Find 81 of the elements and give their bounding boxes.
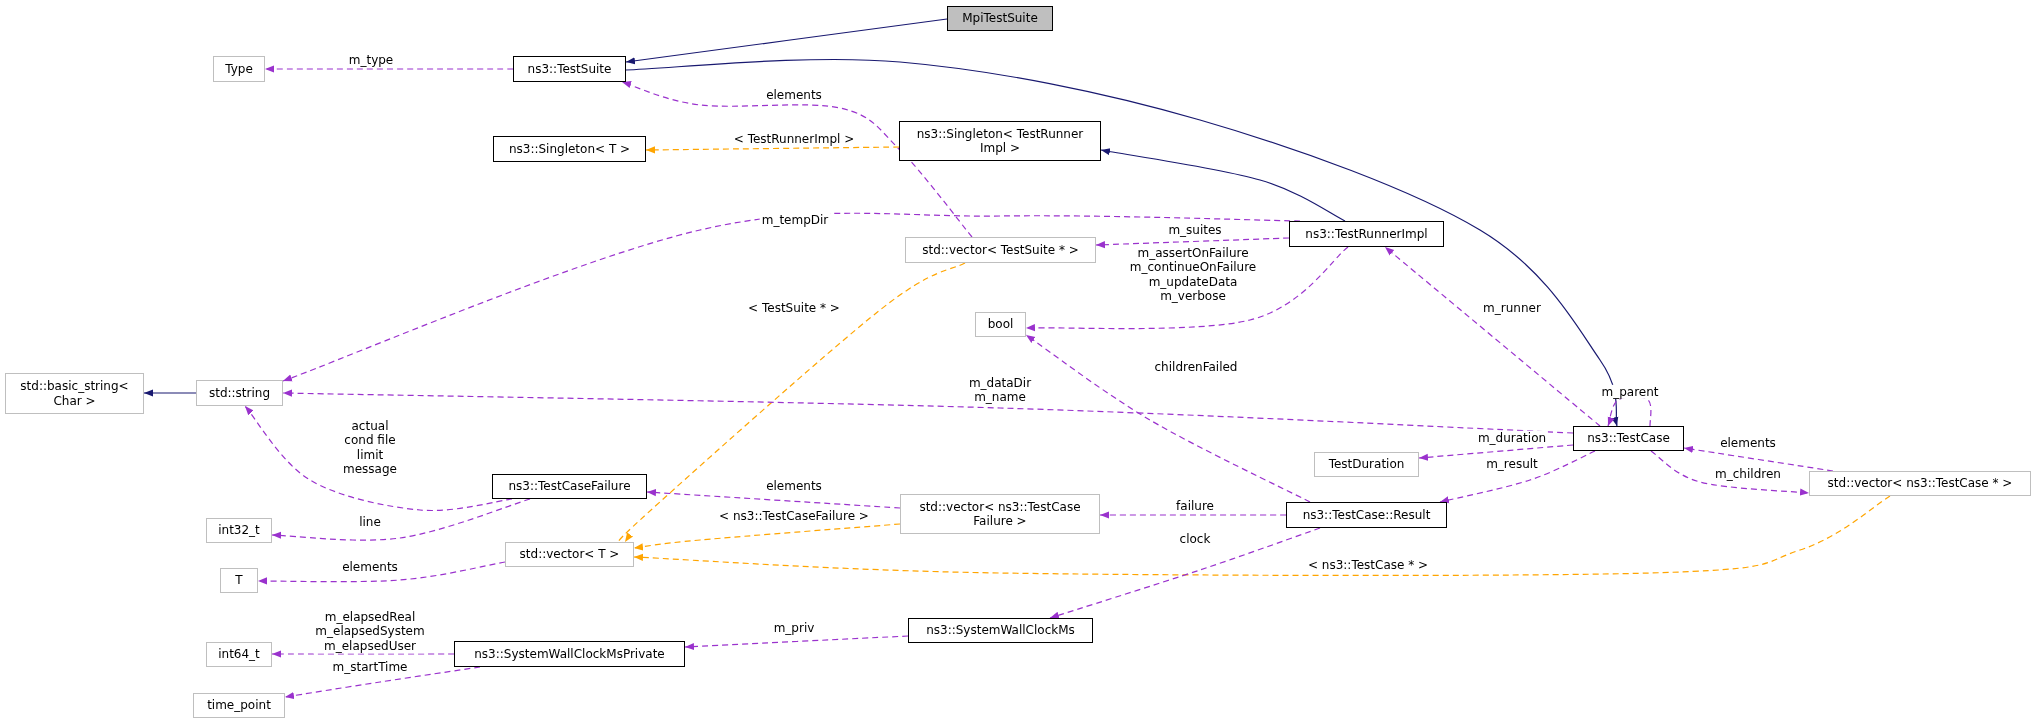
arrow (625, 18, 948, 65)
arrow (271, 650, 455, 658)
class-name: ns3::SystemWallClockMs (926, 623, 1075, 638)
class-box (493, 136, 646, 162)
arrow (645, 146, 900, 154)
class-name: ns3::TestRunnerImpl (1305, 226, 1428, 242)
edge-label: m_startTime (330, 659, 410, 675)
class-box (900, 494, 1100, 534)
edge-label: m_elapsedReal m_elapsedSystem m_elapsedUser (313, 610, 427, 654)
class-box (947, 6, 1053, 31)
arrow (684, 635, 909, 651)
class-name: std::string (208, 385, 271, 401)
class-name: ns3::TestCaseFailure (508, 479, 631, 494)
class-name: std::vector< TestSuite * > (922, 242, 1079, 258)
class-box (905, 237, 1096, 263)
class-box (908, 618, 1093, 643)
arrow (264, 65, 514, 73)
arrow (1025, 334, 1311, 503)
edge-label: actual cond file limit message (341, 419, 399, 477)
class-box (196, 380, 283, 406)
class-box (513, 56, 626, 82)
class-box (899, 121, 1101, 161)
arrow (633, 523, 901, 551)
class-box (1314, 452, 1419, 477)
class-name: std::vector< T > (519, 547, 620, 562)
arrow (646, 489, 901, 509)
class-box (5, 373, 144, 414)
class-box (206, 642, 272, 667)
edge-label: m_children (1713, 466, 1783, 482)
class-name: ns3::TestCase::Result (1302, 507, 1431, 523)
class-box (505, 542, 634, 567)
class-name: ns3::SystemWallClockMsPrivate (474, 646, 665, 662)
arrow (633, 495, 1891, 577)
class-box (213, 56, 265, 82)
arrow (271, 498, 531, 541)
edge-label: m_result (1484, 456, 1540, 472)
arrow (1049, 527, 1321, 619)
class-box (454, 641, 685, 667)
class-box (220, 568, 258, 593)
arrow (1095, 237, 1290, 249)
edge-label: m_type (346, 52, 396, 68)
class-name: ns3::TestSuite (527, 61, 612, 77)
class-box (1809, 471, 2031, 496)
class-name: ns3::Singleton< TestRunner Impl > (915, 126, 1085, 156)
arrow (1025, 246, 1349, 332)
edge-label: m_tempDir (759, 212, 831, 228)
class-name: T (235, 573, 243, 588)
class-name: time_point (207, 698, 271, 713)
edge-label: m_suites (1166, 222, 1224, 238)
class-box (1573, 426, 1684, 451)
class-name: MpiTestSuite (962, 11, 1038, 26)
class-box (193, 693, 285, 718)
class-name: std::vector< ns3::TestCase * > (1827, 476, 2013, 491)
arrow (625, 58, 1620, 427)
class-box (975, 312, 1026, 337)
arrow (257, 561, 506, 585)
arrow (1100, 148, 1346, 222)
class-name: ns3::Singleton< T > (508, 141, 631, 157)
arrow (282, 389, 1574, 434)
arrow (1384, 246, 1601, 427)
arrow (1439, 450, 1596, 504)
class-name: bool (987, 317, 1014, 332)
class-name: ns3::TestCase (1587, 431, 1670, 446)
class-name: int32_t (218, 523, 260, 538)
class-box (1286, 502, 1447, 528)
class-name: std::vector< ns3::TestCase Failure > (918, 499, 1082, 529)
class-name: int64_t (218, 647, 260, 662)
edge-label: m_priv (771, 620, 817, 636)
class-box (492, 474, 647, 499)
class-box (1289, 221, 1444, 247)
arrow (1650, 450, 1810, 496)
edge-label: m_assertOnFailure m_continueOnFailure m_updateData m_verbose (1127, 246, 1259, 304)
class-name: TestDuration (1328, 457, 1405, 472)
arrow (621, 81, 973, 238)
arrow (143, 389, 197, 397)
arrow (1418, 444, 1574, 461)
class-name: std::basic_string< Char > (19, 379, 130, 408)
class-box (206, 518, 272, 543)
edge-label: m_parent (1599, 384, 1661, 400)
class-name: Type (225, 61, 253, 77)
arrow (1099, 511, 1287, 519)
